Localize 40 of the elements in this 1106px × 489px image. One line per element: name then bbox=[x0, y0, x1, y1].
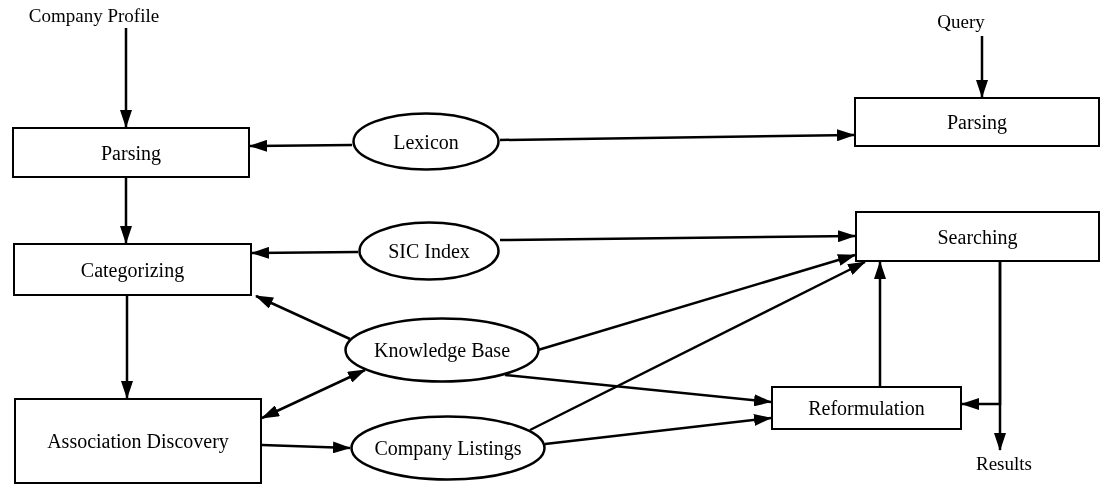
process-box bbox=[854, 97, 1100, 147]
data-ellipse bbox=[344, 317, 540, 383]
node-label: Knowledge Base bbox=[372, 338, 512, 363]
arrow bbox=[529, 260, 866, 432]
arrow bbox=[500, 129, 855, 142]
process-box bbox=[12, 127, 250, 178]
arrow bbox=[874, 261, 886, 386]
arrow bbox=[976, 36, 988, 98]
node-label: Parsing bbox=[100, 140, 162, 166]
arrow bbox=[544, 414, 772, 446]
node-label: Results bbox=[975, 451, 1033, 476]
node-label: Searching bbox=[936, 224, 1019, 250]
process-box bbox=[14, 398, 262, 484]
arrow bbox=[261, 441, 351, 454]
node-label: Reformulation bbox=[807, 396, 926, 421]
node-label: Categorizing bbox=[79, 257, 186, 283]
arrow bbox=[504, 373, 772, 407]
node-label: Company Listings bbox=[373, 436, 523, 461]
arrow bbox=[961, 262, 1002, 410]
node-label: Lexicon bbox=[392, 129, 460, 155]
node-label: SIC Index bbox=[387, 239, 471, 264]
process-box bbox=[771, 386, 962, 430]
arrow bbox=[120, 178, 132, 244]
data-ellipse bbox=[358, 221, 500, 281]
arrow bbox=[537, 253, 856, 352]
arrow bbox=[500, 230, 856, 243]
node-label: Query bbox=[936, 9, 986, 34]
arrow bbox=[261, 368, 366, 420]
arrow bbox=[249, 139, 352, 152]
arrow bbox=[255, 294, 351, 341]
node-label: Parsing bbox=[946, 110, 1008, 135]
data-ellipse bbox=[350, 415, 546, 481]
arrow bbox=[251, 246, 358, 259]
data-ellipse bbox=[352, 112, 500, 171]
arrow bbox=[120, 28, 132, 128]
node-label: Association Discovery bbox=[46, 429, 230, 454]
node-label: Company Profile bbox=[27, 3, 161, 28]
process-box bbox=[855, 211, 1100, 262]
arrow bbox=[121, 296, 133, 399]
process-box bbox=[13, 243, 252, 296]
